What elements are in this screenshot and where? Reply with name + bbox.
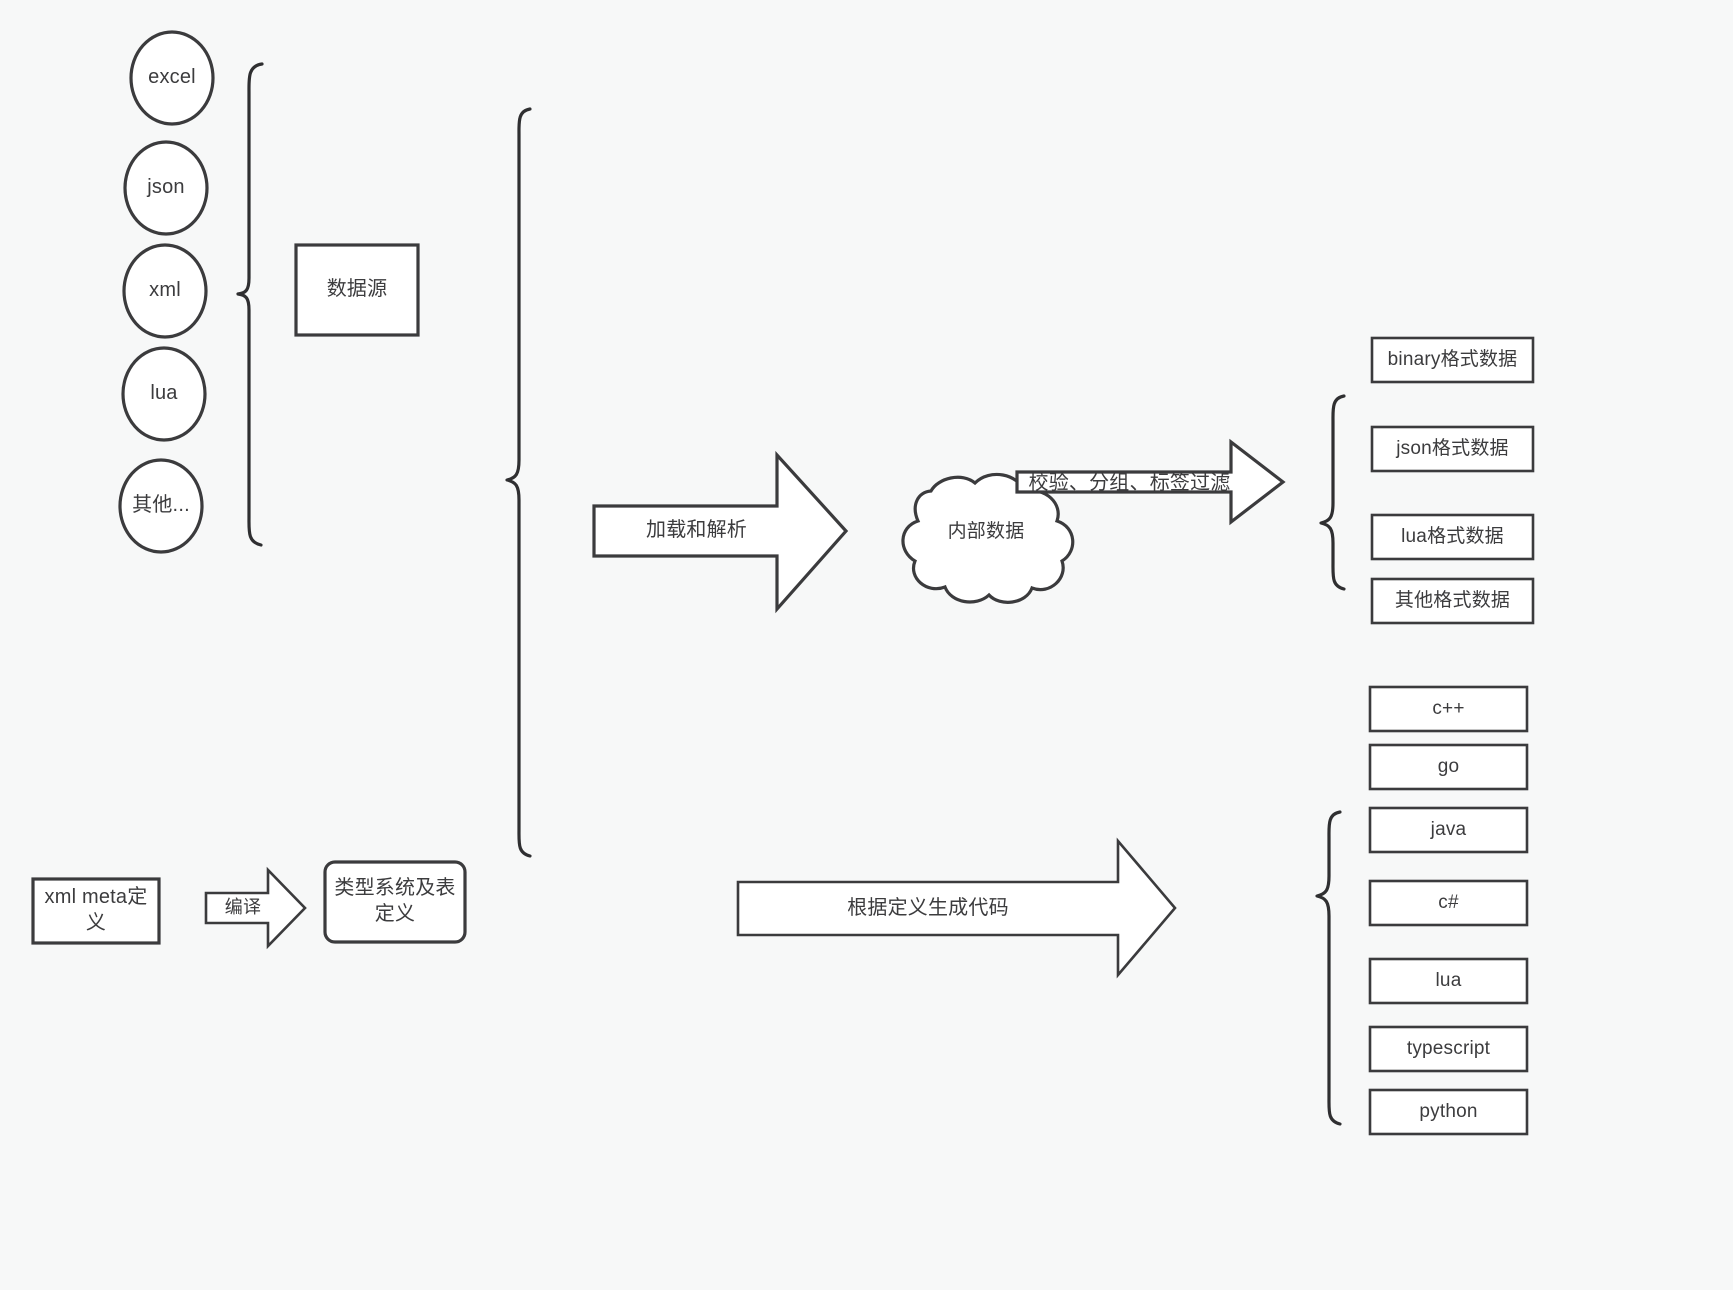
- pipeline-input-brace: [505, 107, 532, 858]
- xml-meta-box[interactable]: [31, 877, 161, 945]
- source-ellipse-excel[interactable]: [129, 30, 215, 126]
- source-ellipse-other[interactable]: [118, 458, 204, 554]
- output-box-binary[interactable]: [1370, 336, 1535, 384]
- source-ellipse-json[interactable]: [123, 140, 209, 236]
- lang-box-go[interactable]: [1368, 743, 1529, 791]
- codegen-arrow[interactable]: [736, 837, 1177, 979]
- output-box-json[interactable]: [1370, 425, 1535, 473]
- type-system-box[interactable]: [323, 860, 467, 944]
- data-formats-brace: [1319, 394, 1346, 591]
- internal-data-cloud[interactable]: [901, 472, 1075, 604]
- data-source-box[interactable]: [294, 243, 420, 337]
- source-ellipse-lua[interactable]: [121, 346, 207, 442]
- load-parse-arrow[interactable]: [592, 450, 849, 614]
- lang-box-python[interactable]: [1368, 1088, 1529, 1136]
- lang-box-typescript[interactable]: [1368, 1025, 1529, 1073]
- source-ellipse-xml[interactable]: [122, 243, 208, 339]
- output-box-other[interactable]: [1370, 577, 1535, 625]
- output-box-lua[interactable]: [1370, 513, 1535, 561]
- sources-brace: [236, 62, 264, 547]
- validate-filter-arrow[interactable]: [1015, 438, 1286, 526]
- lang-box-csharp[interactable]: [1368, 879, 1529, 927]
- languages-brace: [1315, 810, 1342, 1126]
- lang-box-lua[interactable]: [1368, 957, 1529, 1005]
- compile-arrow[interactable]: [204, 866, 307, 950]
- lang-box-java[interactable]: [1368, 806, 1529, 854]
- lang-box-cpp[interactable]: [1368, 685, 1529, 733]
